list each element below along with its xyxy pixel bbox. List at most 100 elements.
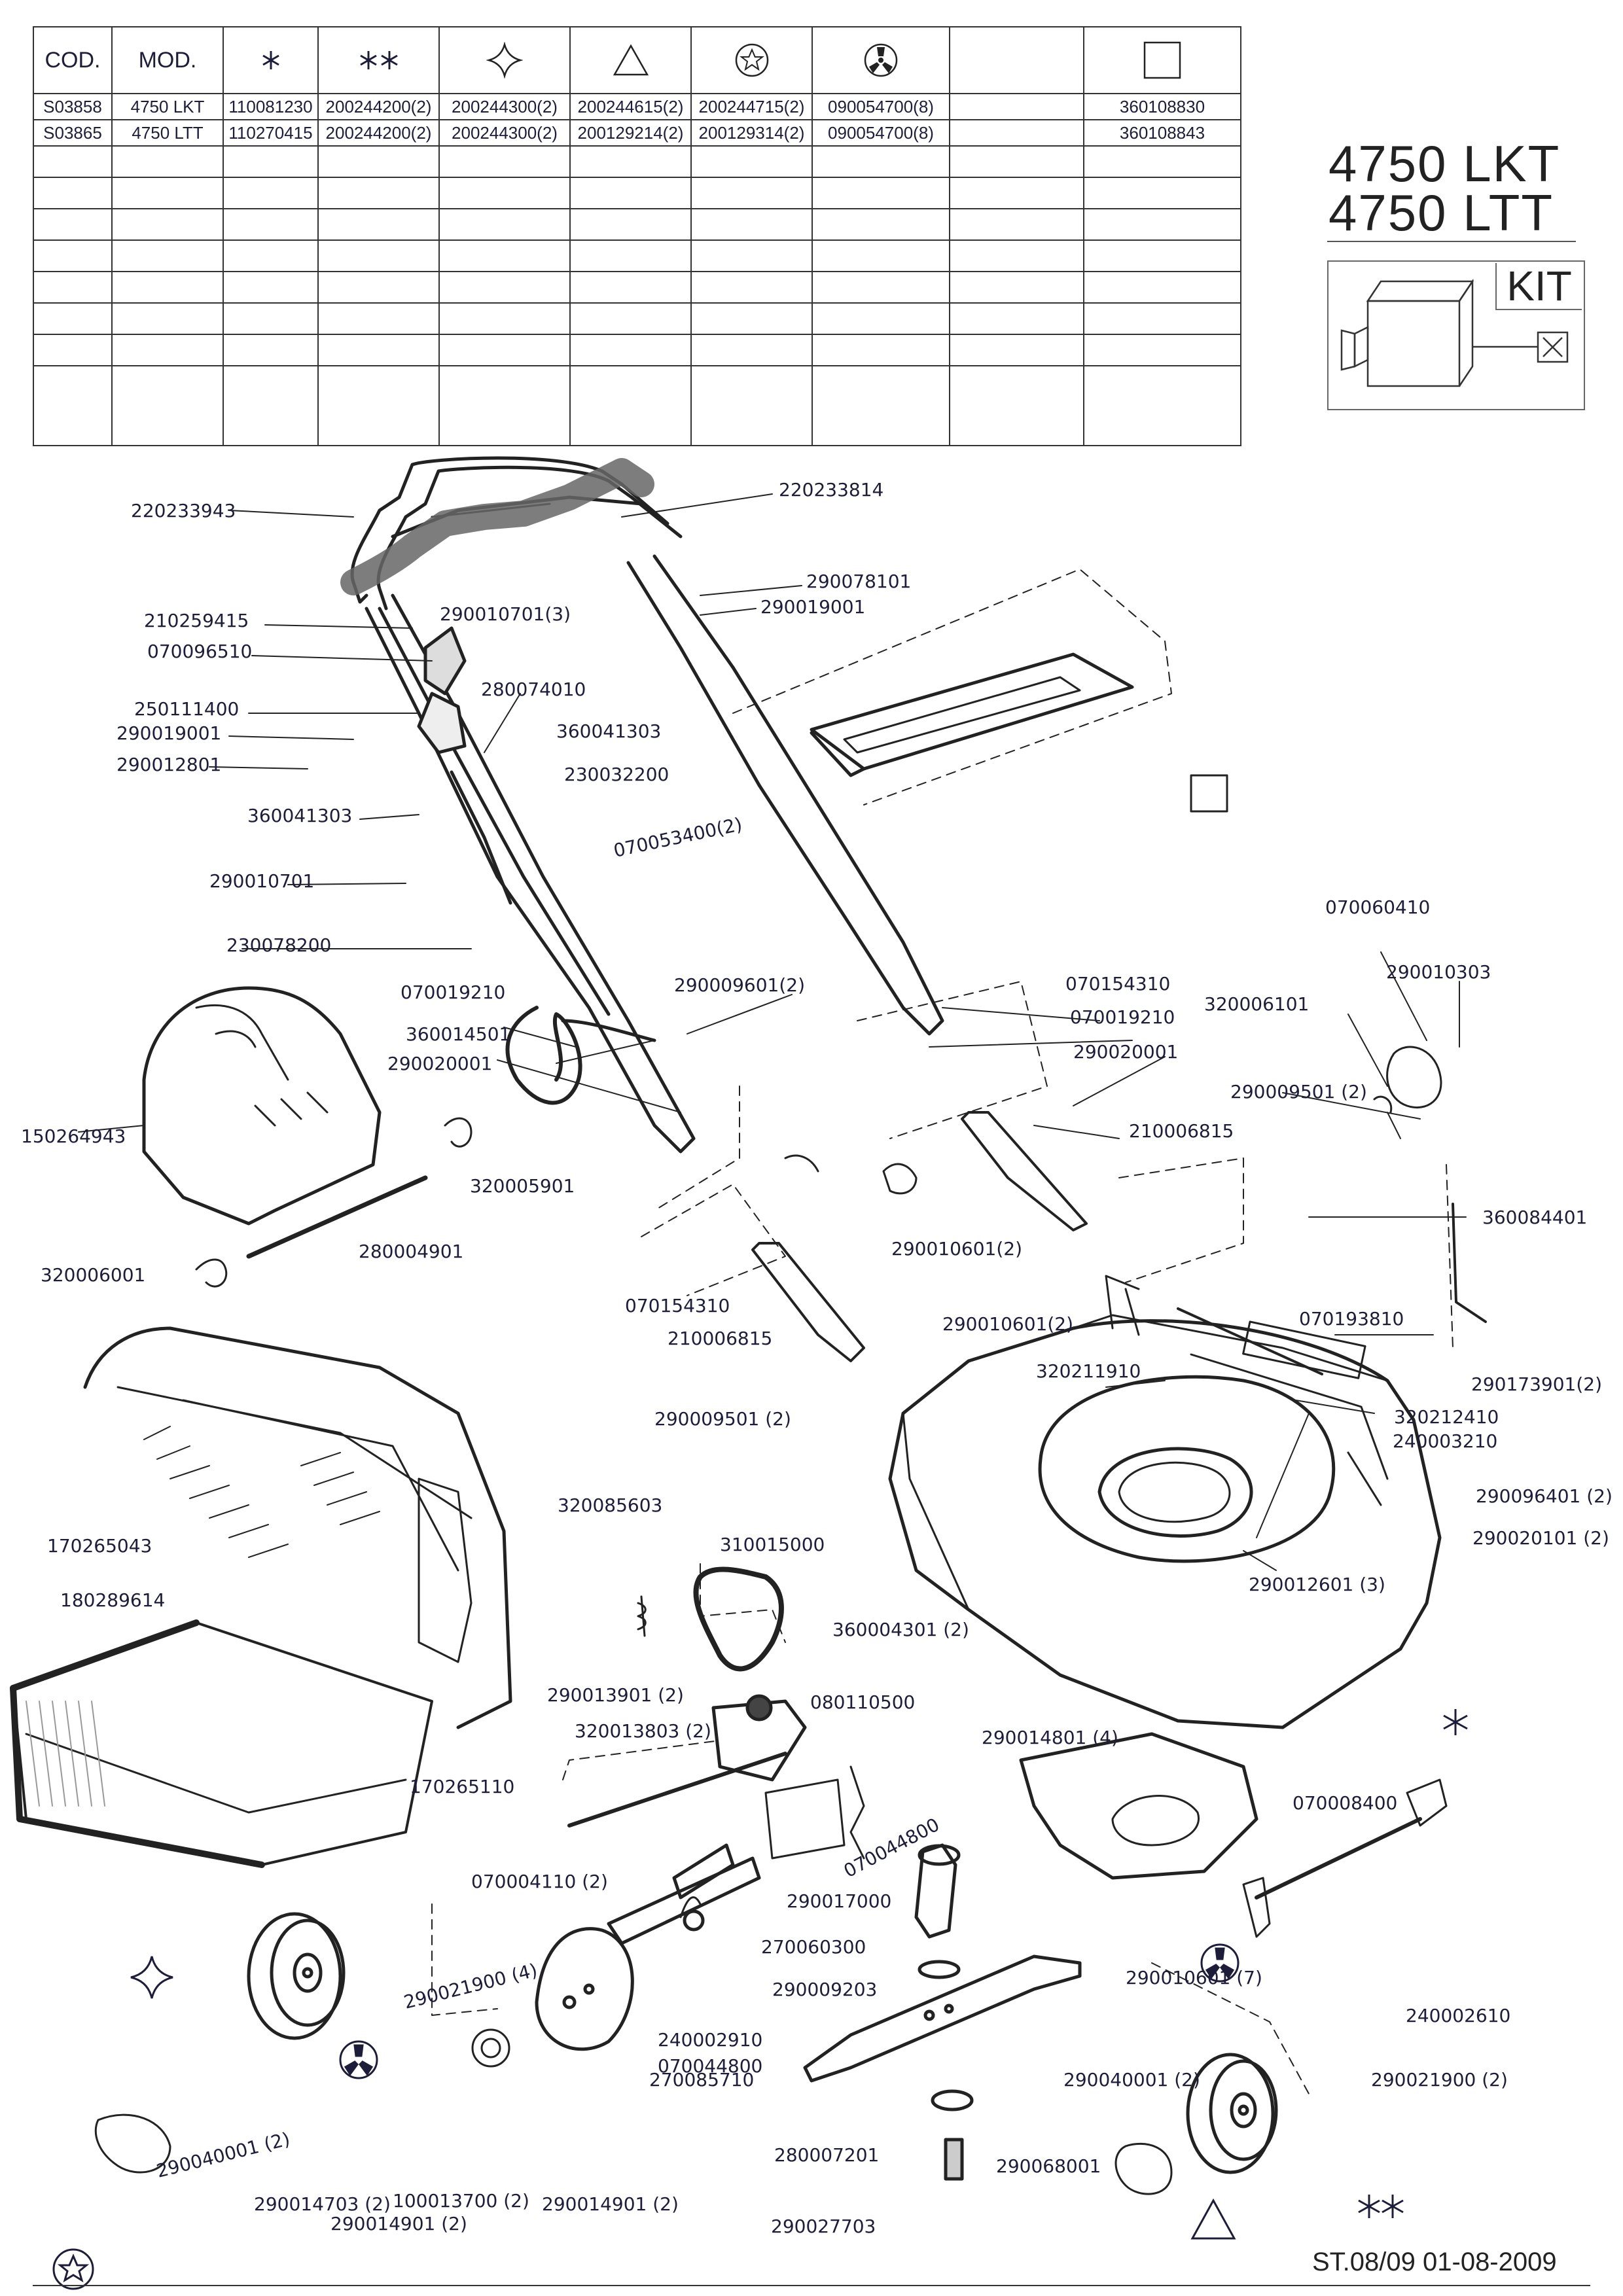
header-square (1083, 26, 1241, 94)
rear-flap (418, 1477, 473, 1663)
cell-triangle: 200244615(2) (569, 93, 692, 120)
cell-mod: 4750 LKT (111, 93, 224, 120)
part-label-360041303a: 360041303 (556, 720, 661, 742)
part-label-070154310a: 070154310 (1065, 973, 1170, 995)
model-title-lkt: 4750 LKT (1329, 135, 1561, 192)
rear-axle (607, 1843, 761, 1945)
cell-square: 360108830 (1083, 93, 1241, 120)
table-row: S03865 4750 LTT 110270415 200244200(2) 2… (33, 119, 1241, 147)
dashed-construction-lines (431, 981, 1454, 2094)
part-label-290010601-2a: 290010601(2) (891, 1238, 1022, 1260)
grass-bag-cover (142, 986, 382, 1226)
model-title-ltt: 4750 LTT (1329, 184, 1554, 241)
part-label-170265110: 170265110 (410, 1776, 514, 1797)
wheel-cap-left (94, 2113, 171, 2174)
cell-cod: S03858 (33, 93, 113, 120)
part-label-290040001-2b: 290040001 (2) (1063, 2069, 1200, 2091)
spring-small (637, 1595, 647, 1637)
circled-star-icon (52, 2248, 94, 2290)
motor-mount-cover (1019, 1732, 1258, 1880)
part-label-070053400-2: 070053400(2) (612, 813, 744, 862)
cell-circled-star: 200129314(2) (690, 119, 813, 147)
table-row: S03858 4750 LKT 110081230 200244200(2) 2… (33, 93, 1241, 120)
square-icon (1143, 41, 1181, 79)
rear-wheel-left (247, 1912, 346, 2040)
cell-double-asterisk: 200244200(2) (317, 119, 440, 147)
cell-cod: S03865 (33, 119, 113, 147)
part-label-240003210: 240003210 (1393, 1430, 1497, 1452)
table-row-empty (33, 271, 1241, 304)
part-label-290020001b: 290020001 (1073, 1041, 1178, 1063)
part-label-290078101: 290078101 (806, 571, 911, 592)
part-label-150264943: 150264943 (21, 1125, 126, 1147)
part-label-070060410: 070060410 (1325, 896, 1430, 918)
circled-tri-spoke-icon (339, 2040, 378, 2079)
part-label-290012801: 290012801 (116, 754, 221, 775)
part-label-290068001: 290068001 (996, 2155, 1101, 2177)
cell-empty (949, 93, 1084, 120)
height-adjust-bracket (751, 1111, 1088, 1362)
part-label-290040001-2a: 290040001 (2) (154, 2128, 293, 2182)
table-row-empty (33, 208, 1241, 241)
part-label-320006001: 320006001 (41, 1264, 145, 1286)
part-label-240002610: 240002610 (1406, 2005, 1510, 2026)
header-mod: MOD. (111, 26, 224, 94)
dashed-outline-cover (732, 569, 1172, 805)
part-label-290012601-3: 290012601 (3) (1249, 1574, 1385, 1595)
wheel-cap-right (1115, 2142, 1173, 2195)
mower-deck (888, 1275, 1442, 1729)
circled-star-icon (735, 43, 768, 77)
circled-tri-spoke-icon (864, 43, 898, 77)
part-label-320006101: 320006101 (1204, 993, 1309, 1015)
cell-mod: 4750 LTT (111, 119, 224, 147)
title-divider (1327, 241, 1576, 242)
part-label-070044800b: 070044800 (658, 2055, 762, 2077)
mulching-cover (810, 652, 1228, 813)
part-label-290010303: 290010303 (1386, 961, 1491, 983)
part-label-290013901-2: 290013901 (2) (547, 1684, 684, 1706)
side-rod (1373, 1046, 1487, 1323)
circled-tri-spoke-icon (1200, 1943, 1240, 1983)
part-label-230078200: 230078200 (226, 934, 331, 956)
table-row-empty (33, 239, 1241, 272)
footer-divider (33, 2285, 1590, 2286)
triangle-icon (1190, 2198, 1236, 2240)
part-label-070193810: 070193810 (1299, 1308, 1404, 1330)
cell-circled-star: 200244715(2) (690, 93, 813, 120)
diagram-drawing (10, 456, 1487, 2195)
part-label-240002910: 240002910 (658, 2029, 762, 2051)
cell-square: 360108843 (1083, 119, 1241, 147)
header-triangle (569, 26, 692, 94)
part-label-290009501-2a: 290009501 (2) (1230, 1081, 1367, 1103)
triangle-icon (613, 44, 649, 76)
part-label-310015000: 310015000 (720, 1534, 825, 1555)
header-single-asterisk (223, 26, 319, 94)
leader-lines (78, 493, 1467, 1571)
table-row-empty (33, 177, 1241, 209)
part-label-290010601-7: 290010601 (7) (1126, 1967, 1262, 1988)
part-label-290009601-2: 290009601(2) (674, 974, 805, 996)
kit-label: KIT (1495, 263, 1582, 310)
gearbox (567, 1694, 807, 1828)
part-label-280004901: 280004901 (359, 1241, 463, 1262)
double-asterisk-icon (1358, 2195, 1404, 2218)
part-label-360041303b: 360041303 (247, 805, 352, 826)
table-row-empty (33, 334, 1241, 366)
part-label-290014901-2b: 290014901 (2) (330, 2213, 467, 2234)
spring-rod (195, 1117, 473, 1288)
part-label-290173901-2: 290173901(2) (1471, 1373, 1602, 1395)
table-row-empty (33, 145, 1241, 178)
control-lever (417, 626, 467, 754)
part-label-320212410: 320212410 (1394, 1406, 1499, 1428)
four-point-star-icon (130, 1956, 173, 1999)
parts-table: COD. MOD. (33, 26, 1241, 446)
part-label-290027703: 290027703 (771, 2216, 876, 2237)
footer-code: ST.08/09 01-08-2009 (1312, 2248, 1557, 2276)
part-label-070004110-2: 070004110 (2) (471, 1871, 608, 1892)
part-labels: 2202339432202338142900781012900190012102… (21, 479, 1613, 2237)
part-label-100013700-2: 100013700 (2) (393, 2190, 529, 2212)
kit-box-icon (1340, 278, 1569, 387)
part-label-290020101-2: 290020101 (2) (1472, 1527, 1609, 1549)
part-label-280007201: 280007201 (774, 2144, 879, 2166)
